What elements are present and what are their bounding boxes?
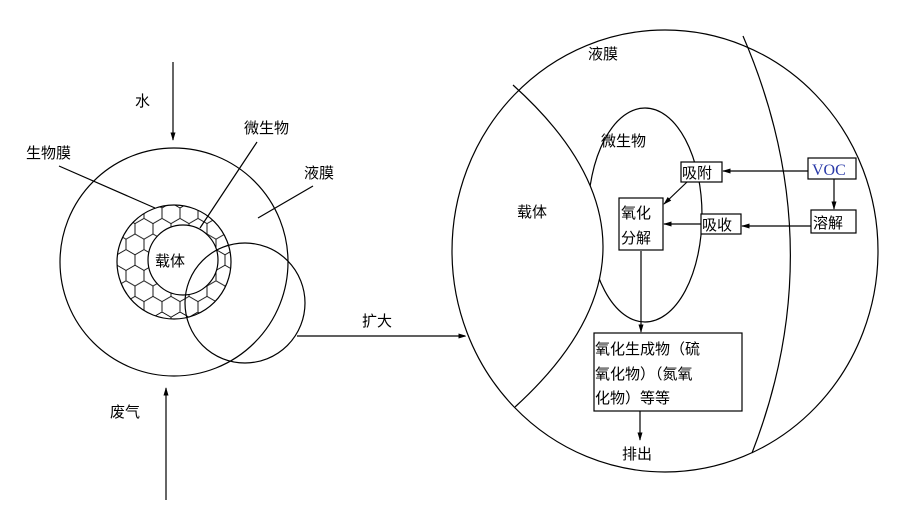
adsorb-to-oxidize-arrow: [663, 181, 688, 205]
discharge-label: 排出: [622, 445, 652, 463]
carrier-label: 载体: [155, 252, 185, 270]
products-box: 氧化生成物（硫 氧化物）（氮氧 化物）等等: [593, 332, 743, 412]
liquid-film-leader-line: [257, 185, 314, 219]
dissolve-box: 溶解: [810, 209, 857, 234]
carrier-circle: [147, 224, 219, 296]
microbe-label: 微生物: [244, 119, 289, 137]
liquid-film-label: 液膜: [304, 164, 334, 182]
voc-box: VOC: [807, 157, 857, 180]
voc-label: VOC: [812, 162, 846, 179]
biofilm-circle: [116, 204, 232, 320]
products-line3: 化物）等等: [595, 389, 670, 407]
carrier-label: 载体: [517, 203, 547, 221]
microbe-label: 微生物: [601, 132, 646, 150]
absorb-label: 吸收: [702, 216, 732, 234]
dissolve-label: 溶解: [813, 214, 843, 232]
magnified-circle: [451, 29, 879, 473]
microbe-leader-line: [199, 141, 258, 229]
enlarge-label: 扩大: [362, 312, 392, 330]
waste-gas-label: 废气: [110, 403, 140, 421]
oxidize-label-line1: 氧化: [621, 204, 651, 222]
oxidize-box: 氧化 分解: [618, 197, 664, 251]
particle-overview: 水 生物膜 微生物 液膜 载体 废气 扩大: [26, 62, 467, 500]
liquid-film-label: 液膜: [588, 45, 618, 63]
oxidize-label-line2: 分解: [621, 229, 651, 247]
carrier-boundary: [512, 84, 604, 408]
magnified-view: 液膜 微生物 载体 吸附 VOC 溶解 吸收 氧化 分解: [446, 29, 879, 473]
water-label: 水: [135, 92, 150, 110]
magnify-circle: [184, 242, 306, 364]
biofilm-leader-line: [58, 165, 156, 209]
products-line1: 氧化生成物（硫: [595, 340, 700, 358]
products-line2: 氧化物）（氮氧: [595, 365, 693, 383]
liquid-film-boundary: [742, 35, 791, 454]
adsorb-box: 吸附: [680, 161, 723, 183]
absorb-box: 吸收: [700, 213, 742, 235]
biofilm-label: 生物膜: [26, 144, 71, 162]
adsorb-label: 吸附: [682, 164, 712, 182]
